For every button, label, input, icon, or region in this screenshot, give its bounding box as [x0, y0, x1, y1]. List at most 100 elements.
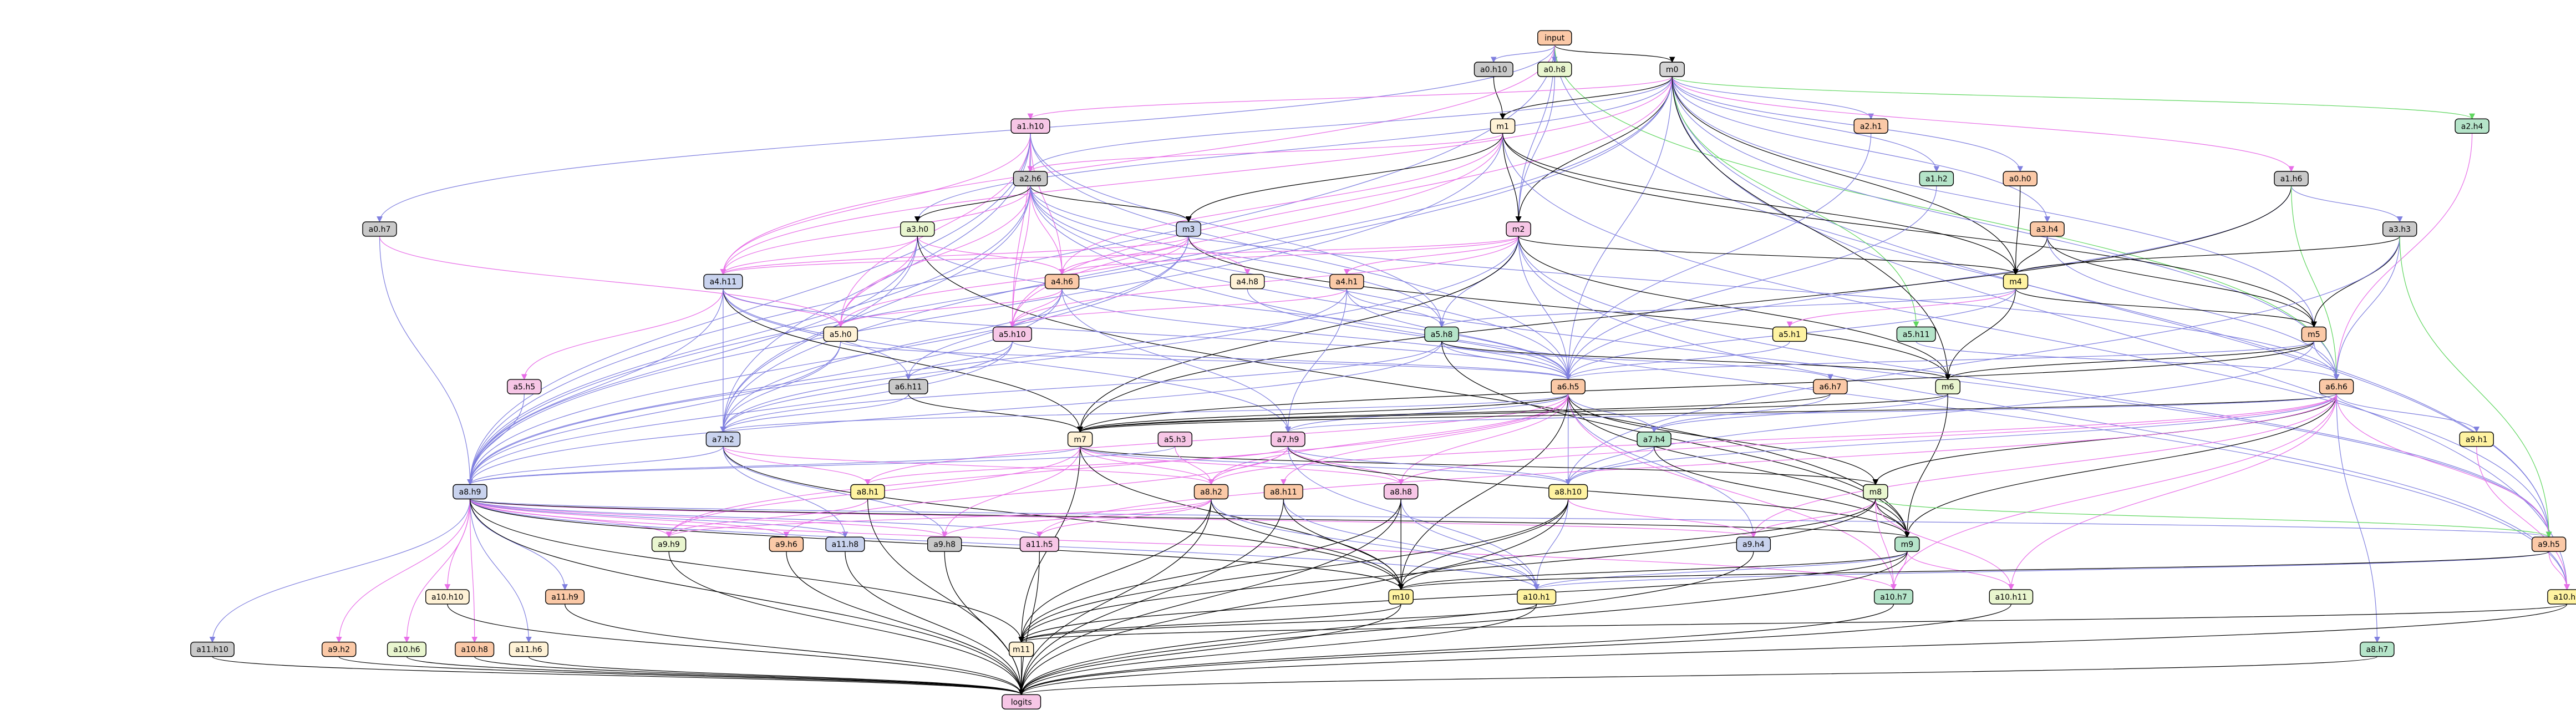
edge-a8.h2-to-a9.h9 [665, 499, 1212, 538]
edge-a7.h2-to-a8.h9 [467, 446, 724, 485]
edge-m2-to-a10.h2 [1518, 236, 2570, 590]
edge-a7.h9-to-a10.h1 [1287, 446, 1540, 590]
edge-a6.h6-to-a8.h7 [2336, 394, 2380, 643]
edge-m0-to-a2.h1 [1671, 76, 1874, 120]
node-label: input [1544, 34, 1565, 43]
node-m0: m0 [1659, 62, 1685, 77]
node-a11-h8: a11.h8 [825, 536, 865, 552]
node-box [2301, 326, 2327, 342]
edge-a8.h9-to-a9.h8 [469, 499, 948, 538]
edge-a8.h9-to-a10.h1 [469, 499, 1539, 590]
node-box [1067, 432, 1093, 447]
edge-m10-to-m11 [1018, 604, 1401, 643]
edge-a5.h3-to-a8.h2 [1175, 446, 1215, 485]
node-a8-h10: a8.h10 [1548, 484, 1588, 500]
node-box [1813, 379, 1848, 394]
node-a5-h10: a5.h10 [992, 326, 1032, 342]
edge-m7-to-a8.h10 [1080, 446, 1571, 485]
node-label: a2.h6 [1019, 175, 1041, 184]
node-label: a4.h8 [1236, 278, 1258, 287]
edge-a5.h8-to-a7.h2 [720, 341, 1442, 433]
node-box [1388, 589, 1414, 605]
node-box [1873, 589, 1913, 605]
edge-a3.h0-to-m9 [917, 236, 1911, 538]
node-box [2547, 589, 2576, 605]
node-label: a9.h1 [2466, 435, 2488, 444]
edge-a4.h6-to-a5.h10 [1009, 288, 1063, 328]
edge-m5-to-m6 [1945, 341, 2314, 381]
node-label: m1 [1496, 122, 1509, 131]
edge-a8.h11-to-m10 [1283, 499, 1404, 590]
node-box [322, 641, 357, 657]
edge-a6.h5-to-a8.h1 [865, 394, 1569, 485]
edge-a6.h6-to-a9.h1 [2336, 393, 2480, 433]
node-label: a0.h0 [2009, 175, 2031, 184]
node-box [1157, 432, 1193, 447]
node-a5-h0: a5.h0 [823, 326, 858, 342]
edge-a2.h6-to-m3 [1030, 185, 1192, 222]
node-box [1894, 536, 1920, 552]
edge-a10.h10-to-logits [447, 604, 1024, 696]
node-label: a1.h6 [2280, 175, 2303, 184]
edge-a4.h8-to-a6.h5 [1247, 288, 1572, 381]
node-label: a5.h1 [1779, 330, 1801, 339]
node-box [2459, 432, 2494, 447]
edge-a11.h10-to-logits [212, 656, 1024, 696]
node-a6-h5: a6.h5 [1551, 379, 1586, 394]
node-box [2003, 273, 2029, 290]
node-label: a10.h10 [431, 593, 464, 602]
edge-a9.h2-to-logits [338, 656, 1024, 696]
node-box [2319, 379, 2354, 394]
node-label: a5.h5 [513, 383, 535, 392]
edge-a4.h6-to-a6.h11 [905, 288, 1063, 381]
node-a7-h4: a7.h4 [1637, 432, 1671, 447]
edge-a6.h6-to-a11.h5 [1037, 394, 2337, 538]
node-a5-h1: a5.h1 [1772, 326, 1807, 342]
node-box [545, 589, 585, 605]
node-label: a6.h7 [1820, 383, 1842, 392]
edge-m0-to-a3.h0 [914, 76, 1673, 222]
node-label: m5 [2308, 330, 2320, 339]
edge-a6.h6-to-a7.h9 [1285, 393, 2337, 433]
edge-a8.h8-to-logits [1018, 499, 1401, 696]
edge-a8.h10-to-a10.h1 [1533, 499, 1569, 590]
edge-a10.h6-to-logits [406, 656, 1024, 696]
node-label: m4 [2009, 278, 2022, 287]
edge-m3-to-a4.h11 [720, 236, 1189, 275]
node-a6-h7: a6.h7 [1813, 379, 1848, 394]
node-label: a8.h8 [1390, 488, 1412, 497]
node-label: a2.h4 [2461, 122, 2483, 131]
node-label: m7 [1074, 435, 1086, 444]
node-label: a6.h5 [1557, 383, 1579, 392]
node-box [1896, 326, 1936, 342]
edge-m5-to-a6.h5 [1565, 341, 2314, 381]
edge-m2-to-a4.h6 [1059, 236, 1519, 275]
edge-a5.h8-to-a6.h5 [1441, 341, 1572, 381]
node-box [425, 589, 470, 605]
node-label: a10.h6 [393, 646, 420, 655]
node-a8-h2: a8.h2 [1193, 484, 1229, 500]
node-box [1383, 484, 1419, 500]
edge-a6.h6-to-a10.h7 [1891, 394, 2337, 590]
edge-a3.h0-to-a8.h9 [467, 236, 918, 485]
edge-a1.h2-to-a6.h5 [1565, 185, 1937, 381]
edge-a8.h9-to-a11.h9 [469, 499, 568, 590]
node-label: a7.h2 [712, 435, 734, 444]
node-label: a7.h4 [1643, 435, 1665, 444]
node-m10: m10 [1388, 589, 1414, 605]
edge-a4.h11-to-a7.h9 [723, 288, 1291, 433]
edge-a2.h6-to-a6.h6 [1030, 185, 2340, 381]
node-a11-h5: a11.h5 [1019, 536, 1059, 552]
edge-a2.h6-to-a6.h5 [1030, 185, 1572, 381]
edge-a7.h9-to-a8.h10 [1287, 446, 1571, 485]
node-box [509, 641, 548, 657]
node-a0-h0: a0.h0 [2003, 171, 2038, 186]
node-a10-h10: a10.h10 [425, 589, 470, 605]
edge-a2.h1-to-a6.h5 [1565, 133, 1872, 381]
edge-a6.h5-to-a9.h4 [1568, 394, 1757, 538]
node-label: m11 [1013, 646, 1030, 655]
edge-a4.h11-to-a8.h9 [467, 288, 724, 485]
edge-a5.h0-to-a7.h2 [720, 341, 841, 433]
edge-m8-to-m9 [1875, 499, 1911, 538]
node-label: a8.h1 [857, 488, 879, 497]
